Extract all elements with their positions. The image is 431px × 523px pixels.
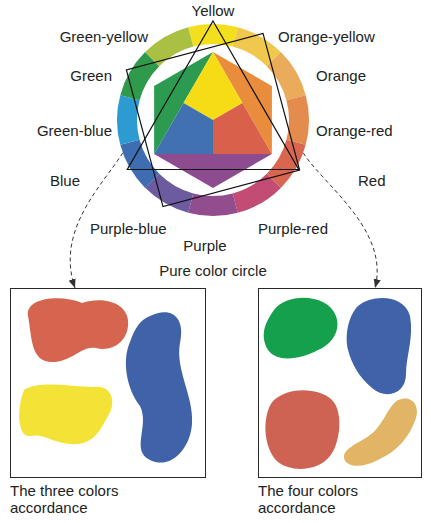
color-blob <box>28 298 128 362</box>
four-color-blobs <box>258 288 422 478</box>
color-name: Red <box>358 172 386 189</box>
three-color-blobs <box>10 288 206 478</box>
color-name: Yellow <box>192 2 235 19</box>
color-name: Purple-blue <box>90 220 167 237</box>
color-name: Orange-yellow <box>278 28 375 45</box>
color-name: Green-yellow <box>60 28 148 45</box>
color-name: Green <box>70 67 112 84</box>
color-blob <box>265 390 339 469</box>
wheel-segment <box>108 15 319 226</box>
tetrad-square <box>126 33 299 206</box>
color-name: Purple-red <box>258 220 328 237</box>
color-name: Orange <box>316 67 366 84</box>
wheel-segment <box>108 15 319 226</box>
box-caption: The four colors accordance <box>258 482 408 516</box>
wheel-segment <box>108 15 319 226</box>
box-caption: The three colors accordance <box>10 482 160 516</box>
color-blob <box>264 298 338 359</box>
wheel-segment <box>108 15 319 226</box>
sample-box: The four colors accordance <box>258 288 422 478</box>
wheel-segment <box>108 15 319 226</box>
color-name: Blue <box>50 172 80 189</box>
color-blob <box>19 385 112 445</box>
inner-star <box>154 52 272 188</box>
star-part <box>154 103 213 154</box>
color-name: Orange-red <box>316 122 393 139</box>
wheel-segment <box>108 15 319 226</box>
sample-box: The three colors accordance <box>10 288 206 478</box>
color-name: Green-blue <box>37 122 112 139</box>
wheel-segment <box>108 15 319 226</box>
color-blob <box>347 298 411 394</box>
color-wheel <box>0 0 431 300</box>
color-blob <box>126 312 192 462</box>
color-circle: Pure color circle <box>117 24 309 216</box>
circle-caption: Pure color circle <box>117 262 309 279</box>
wheel-segment <box>108 15 319 226</box>
star-part <box>154 154 272 188</box>
star-part <box>213 103 272 154</box>
triad-triangle <box>127 21 298 170</box>
color-name: Purple <box>183 237 226 254</box>
harmony-figures <box>126 21 299 207</box>
color-blob <box>344 398 417 465</box>
